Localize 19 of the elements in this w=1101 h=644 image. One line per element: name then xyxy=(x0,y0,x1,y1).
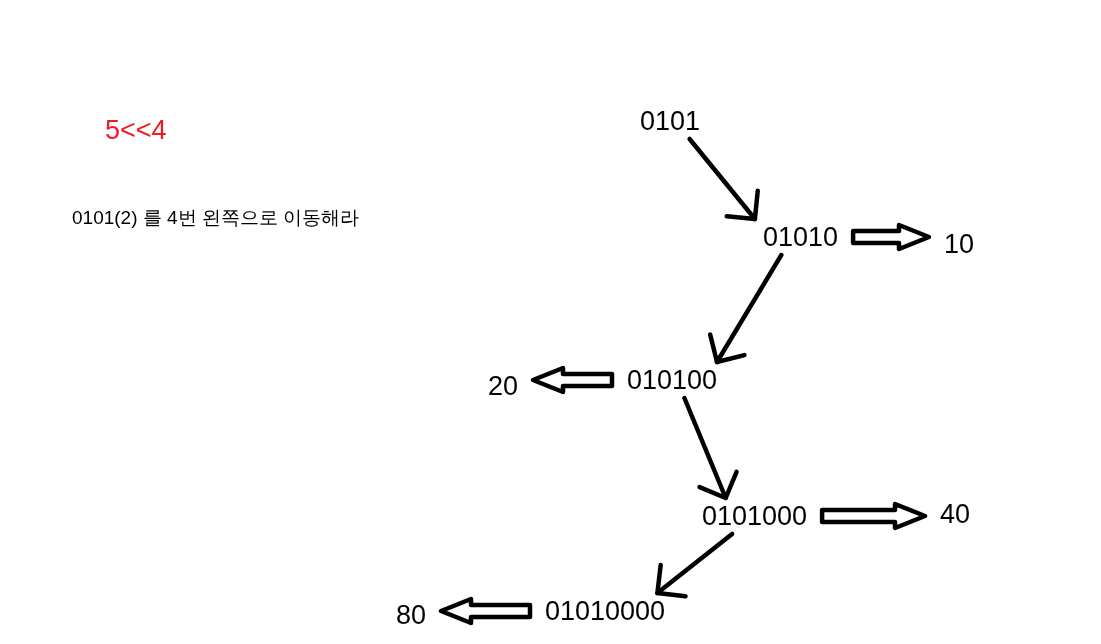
arrow xyxy=(687,136,760,222)
number-text: 0101000 xyxy=(690,500,820,532)
block-arrow xyxy=(850,222,932,252)
number-text: 01010000 xyxy=(533,595,678,627)
instruction-text: 0101(2) 를 4번 왼쪽으로 이동해라 xyxy=(72,206,360,230)
arrow xyxy=(707,252,784,365)
block-arrow xyxy=(530,365,615,395)
number-text: 01010 xyxy=(751,221,851,253)
number-text: 10 xyxy=(932,228,987,260)
arrow xyxy=(682,395,739,501)
number-text: 20 xyxy=(476,370,531,402)
block-arrow xyxy=(819,501,928,531)
arrow xyxy=(655,531,735,599)
number-text: 80 xyxy=(384,599,439,631)
expression-text: 5<<4 xyxy=(105,114,167,146)
block-arrow xyxy=(438,596,533,626)
number-text: 40 xyxy=(928,498,983,530)
number-text: 0101 xyxy=(628,105,713,137)
number-text: 010100 xyxy=(615,364,730,396)
